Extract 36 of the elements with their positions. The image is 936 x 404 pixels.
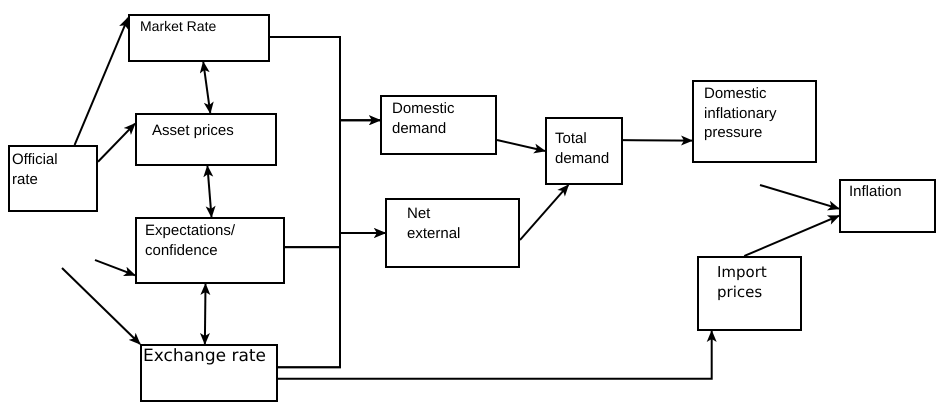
process-box bbox=[128, 14, 270, 62]
arrow bbox=[203, 165, 216, 218]
arrow bbox=[519, 184, 570, 241]
process-box bbox=[8, 145, 98, 212]
arrow bbox=[623, 136, 693, 146]
box-label: Domestic inflationary pressure bbox=[704, 84, 778, 142]
process-box bbox=[135, 113, 277, 166]
process-box bbox=[380, 95, 497, 155]
arrow bbox=[61, 267, 141, 345]
box-label: Market Rate bbox=[140, 17, 218, 36]
arrow bbox=[94, 259, 136, 276]
box-label: Expectations/ confidence bbox=[145, 221, 236, 260]
arrow bbox=[278, 228, 386, 368]
process-box bbox=[839, 179, 936, 233]
box-label: Inflation bbox=[849, 182, 903, 202]
box-label: Domestic demand bbox=[392, 99, 456, 138]
arrow bbox=[760, 184, 840, 210]
arrow bbox=[74, 16, 129, 146]
box-label: Total demand bbox=[555, 129, 610, 168]
box-label: Official rate bbox=[12, 150, 59, 189]
process-box bbox=[135, 217, 285, 284]
arrow bbox=[744, 214, 840, 257]
process-box bbox=[697, 256, 802, 331]
arrow bbox=[200, 283, 210, 345]
box-label: Import prices bbox=[717, 263, 768, 302]
arrow bbox=[97, 122, 136, 162]
arrow bbox=[496, 139, 546, 154]
process-box bbox=[692, 80, 817, 163]
process-box bbox=[385, 198, 520, 268]
process-box bbox=[140, 344, 278, 402]
arrow bbox=[200, 61, 214, 114]
box-label: Exchange rate bbox=[143, 345, 268, 368]
process-box bbox=[545, 117, 623, 185]
box-label: Net external bbox=[407, 204, 462, 243]
arrow bbox=[278, 330, 717, 380]
box-label: Asset prices bbox=[152, 121, 235, 140]
